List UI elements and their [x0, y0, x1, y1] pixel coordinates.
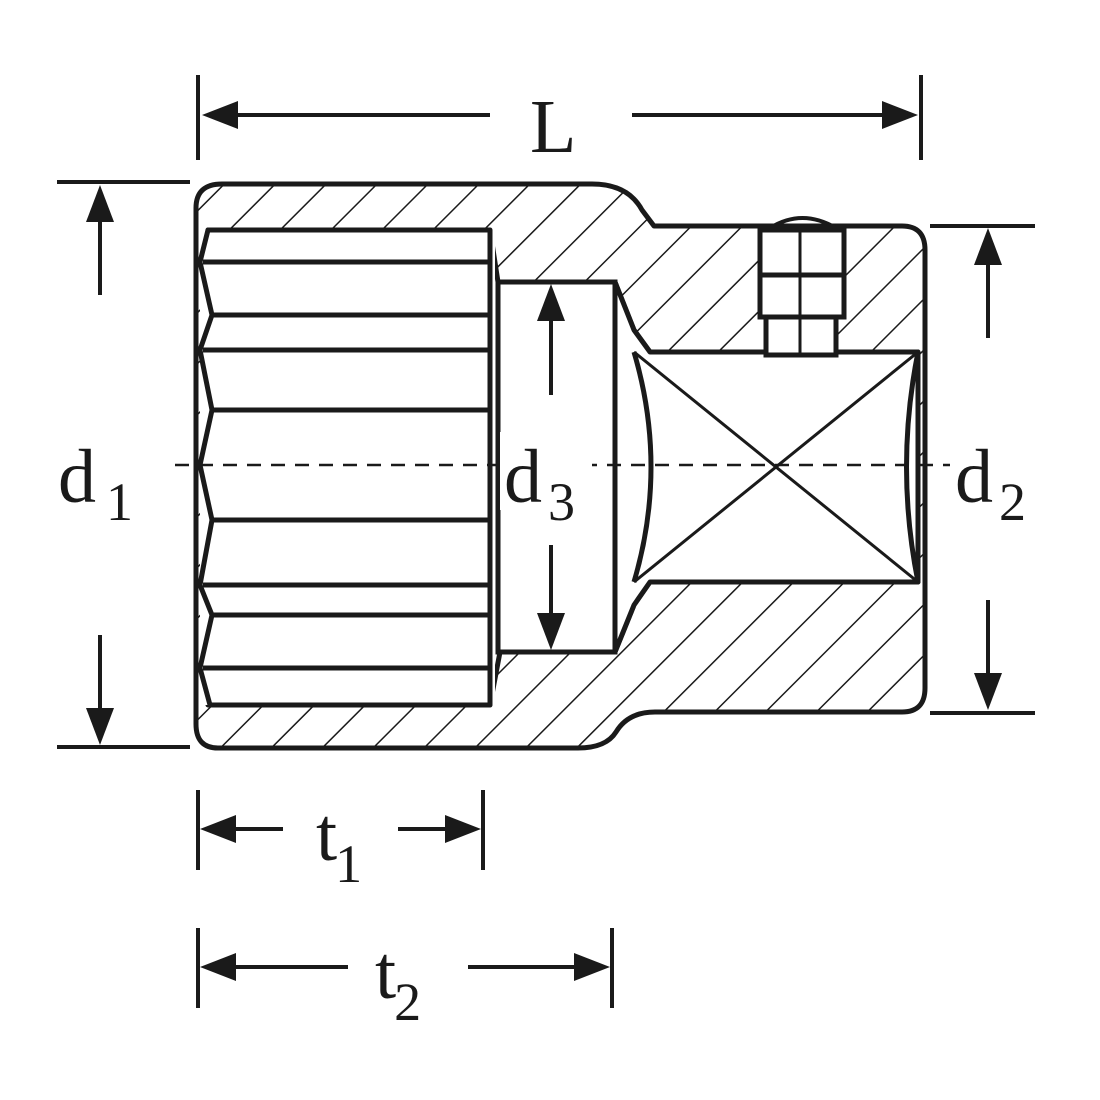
dimension-arrows	[86, 101, 1002, 981]
square-drive	[612, 279, 921, 655]
extension-lines	[57, 75, 1035, 1008]
label-t2: t2	[375, 931, 421, 1032]
retaining-pin	[757, 216, 847, 358]
twelve-point-cavity	[197, 227, 495, 708]
label-L: L	[530, 85, 576, 169]
label-t1: t1	[316, 793, 362, 894]
